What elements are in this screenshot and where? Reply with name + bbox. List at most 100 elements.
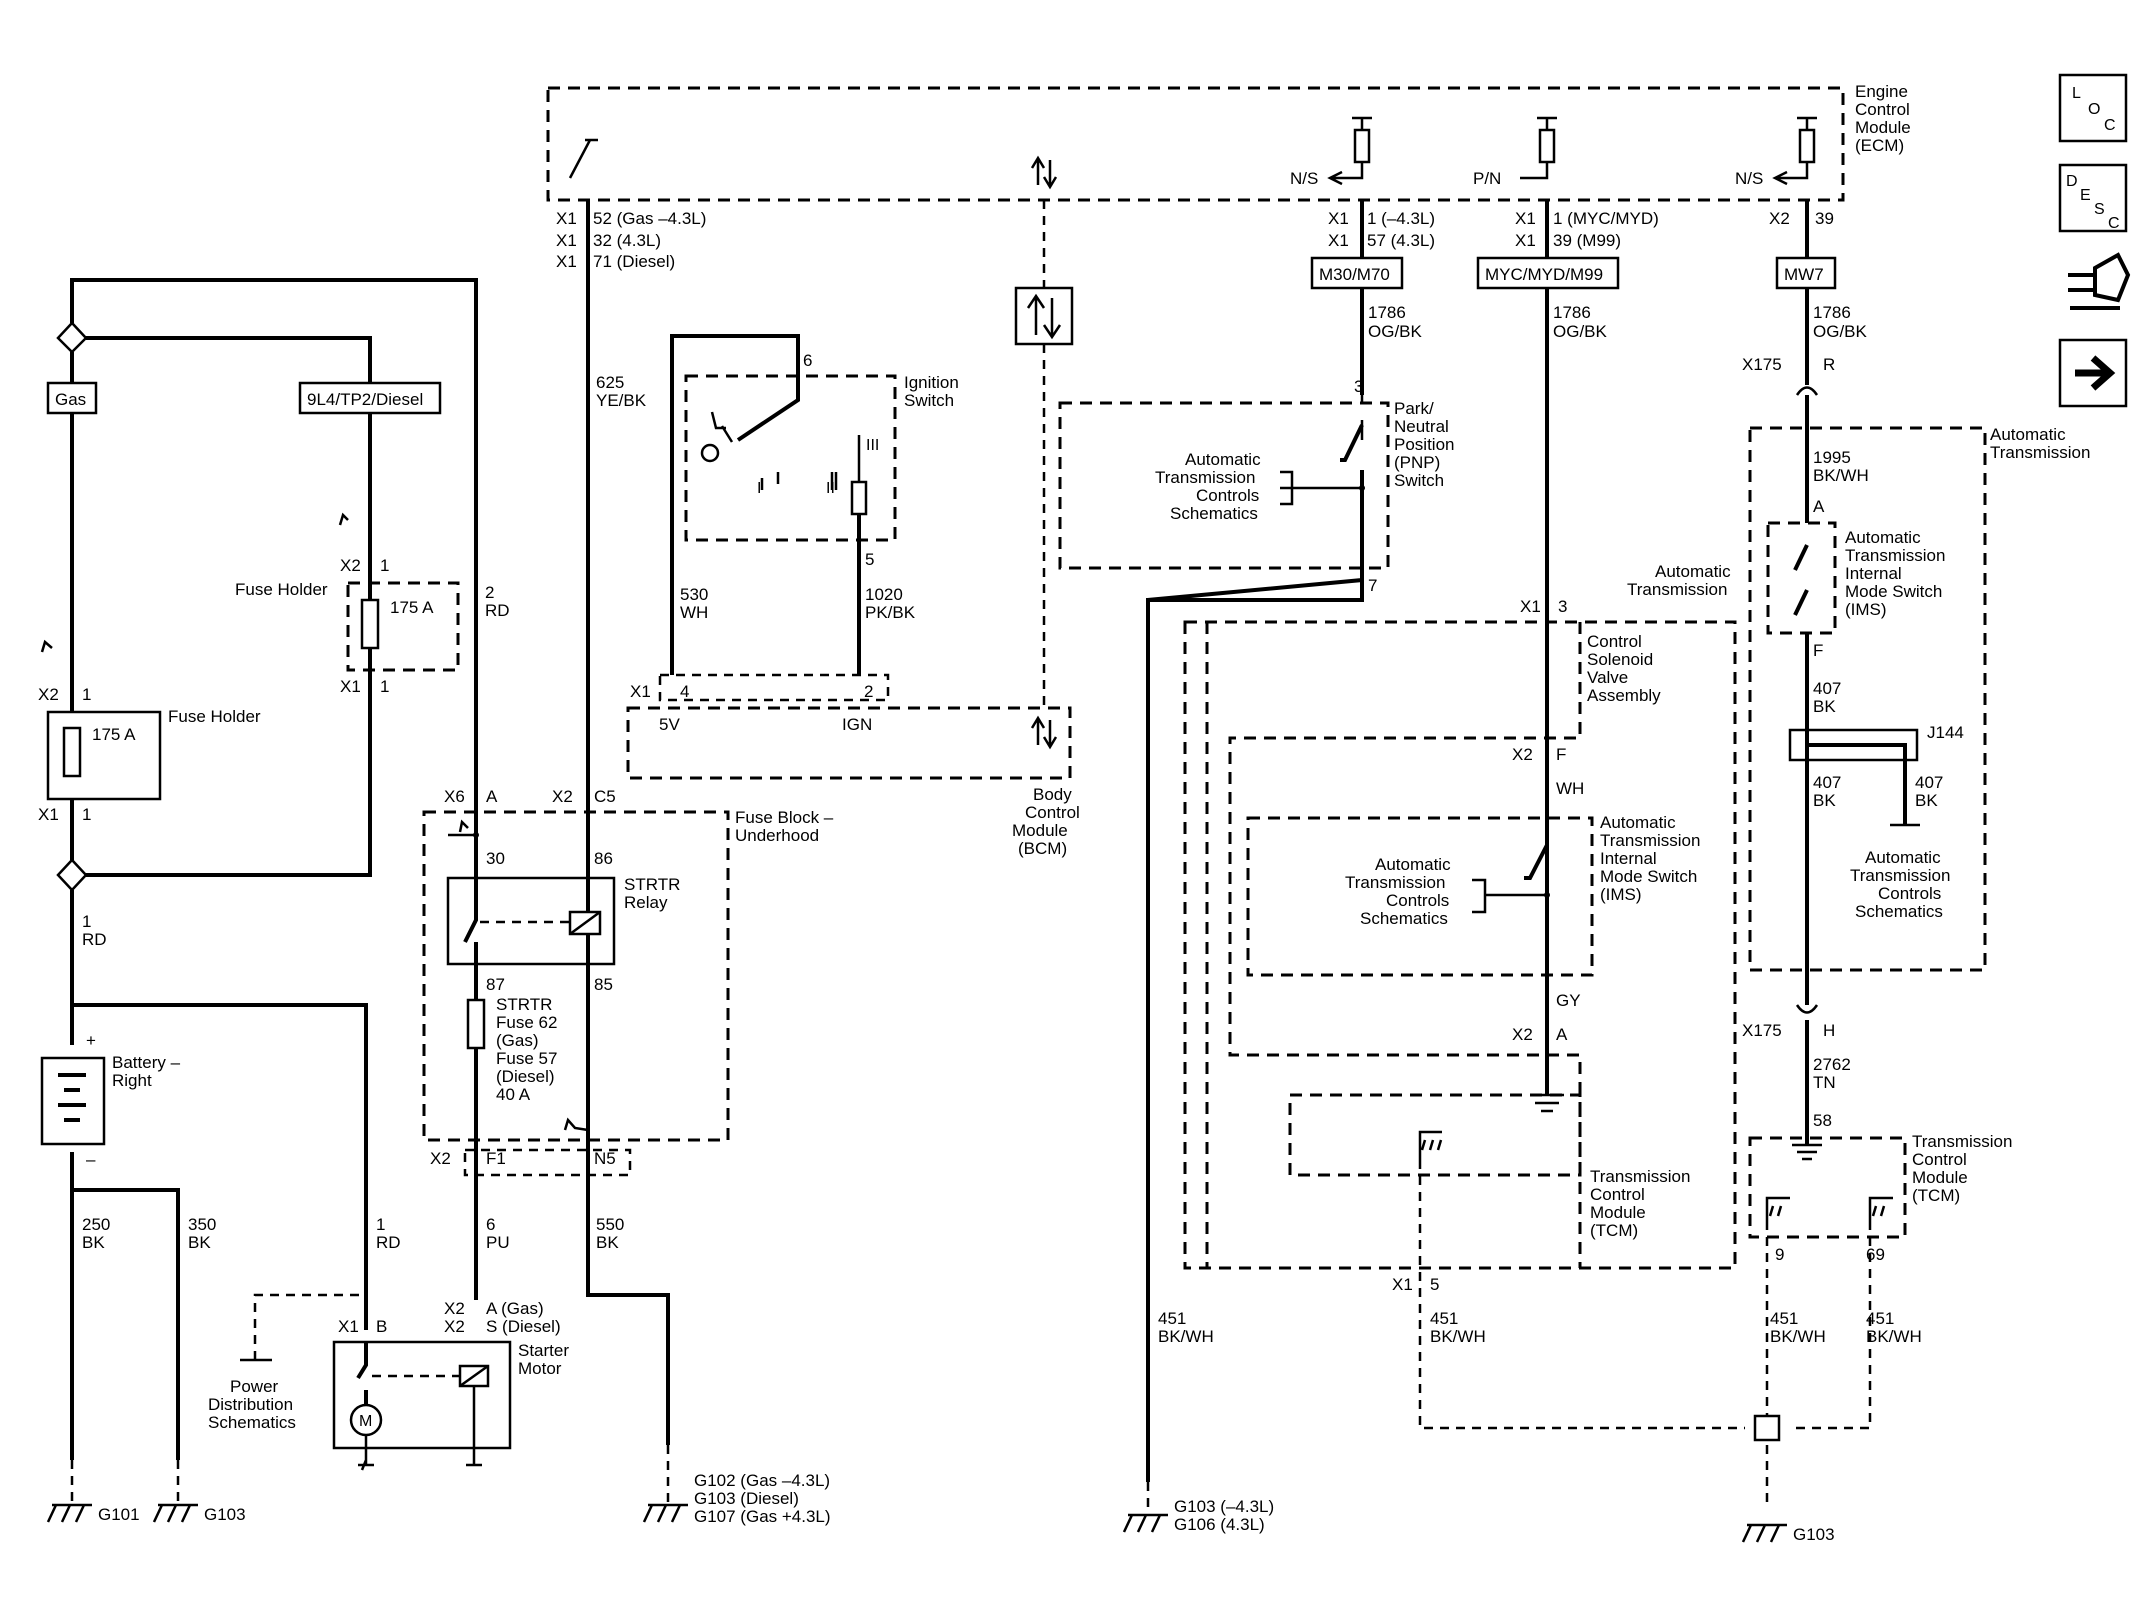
diagram-label: 9 (1775, 1245, 1784, 1264)
diagram-label: Transmission (1590, 1167, 1690, 1186)
diagram-label: 407 (1813, 773, 1841, 792)
diagram-label: 52 (Gas –4.3L) (593, 209, 706, 228)
diagram-label: N/S (1735, 169, 1763, 188)
fuse-holder-b: X2 1 175 A Fuse Holder X1 1 (235, 512, 460, 696)
diagram-label: 5 (865, 550, 874, 569)
ecm-left-pins: X1 X1 X1 52 (Gas –4.3L) 32 (4.3L) 71 (Di… (556, 209, 706, 271)
ground-g103-c: G103 (1741, 1523, 1835, 1544)
diagram-label: X2 (444, 1317, 465, 1336)
diagram-label: 1786 (1553, 303, 1591, 322)
diagram-label: BK (1813, 791, 1836, 810)
diagram-label: Automatic (1375, 855, 1451, 874)
diagram-label: X1 (1328, 209, 1349, 228)
diagram-label: 30 (486, 849, 505, 868)
ecm-module: Engine Control Module (ECM) (546, 82, 1911, 202)
diagram-label: (IMS) (1845, 600, 1887, 619)
diagram-label: A (1813, 497, 1825, 516)
diagram-label: Switch (904, 391, 954, 410)
diagram-label: Fuse Holder (235, 580, 328, 599)
diagram-label: I (757, 480, 761, 497)
diagram-label: A (486, 787, 498, 806)
diagram-label: F (1556, 745, 1566, 764)
diagram-label: Controls (1196, 486, 1259, 505)
diagram-label: RD (82, 930, 107, 949)
diagram-label: PK/BK (865, 603, 916, 622)
diagram-label: 1020 (865, 585, 903, 604)
ecm-right-pins: X1 X1 1 (–4.3L) 57 (4.3L) X1 X1 1 (MYC/M… (1328, 209, 1834, 250)
diagram-label: X2 (430, 1149, 451, 1168)
diagram-label: STRTR (496, 995, 552, 1014)
diagram-label: 9L4/TP2/Diesel (307, 390, 423, 409)
splice-top (56, 321, 88, 354)
diagram-label: 6 (803, 351, 812, 370)
diagram-label: X1 (1520, 597, 1541, 616)
diagram-label: IGN (842, 715, 872, 734)
diagram-label: Transmission (1155, 468, 1255, 487)
diagram-label: M (359, 1413, 372, 1430)
diagram-label: Module (1912, 1168, 1968, 1187)
diagram-label: G106 (4.3L) (1174, 1515, 1265, 1534)
option-diesel: 9L4/TP2/Diesel (298, 381, 442, 415)
diagram-label: Transmission (1345, 873, 1445, 892)
diagram-label: YE/BK (596, 391, 647, 410)
diagram-label: 407 (1813, 679, 1841, 698)
serial-data-arrow-icon (1014, 155, 1074, 750)
diagram-label: X1 (1515, 209, 1536, 228)
diagram-label: L (2072, 85, 2081, 102)
diagram-label: Automatic (1865, 848, 1941, 867)
diagram-label: Fuse Holder (168, 707, 261, 726)
diagram-label: G103 (204, 1505, 246, 1524)
diagram-label: D (2066, 173, 2078, 190)
diagram-label: S (2094, 201, 2105, 218)
diagram-label: BK/WH (1813, 466, 1869, 485)
diagram-label: Right (112, 1071, 152, 1090)
next-arrow-button[interactable] (2058, 338, 2128, 408)
diagram-label: 451 (1430, 1309, 1458, 1328)
diagram-label: 1 (380, 556, 389, 575)
diagram-label: 85 (594, 975, 613, 994)
diagram-label: X1 (1515, 231, 1536, 250)
diagram-label: 1 (MYC/MYD) (1553, 209, 1659, 228)
diagram-label: 71 (Diesel) (593, 252, 675, 271)
diagram-label: 57 (4.3L) (1367, 231, 1435, 250)
power-distribution: Power Distribution Schematics (208, 1293, 362, 1432)
diagram-label: Battery – (112, 1053, 181, 1072)
diagram-label: G103 (–4.3L) (1174, 1497, 1274, 1516)
diagram-label: X2 (1512, 745, 1533, 764)
diagram-label: A (1556, 1025, 1568, 1044)
diagram-label: Automatic (1185, 450, 1261, 469)
diagram-label: Control (1912, 1150, 1967, 1169)
diagram-label: OG/BK (1813, 322, 1868, 341)
connector-icon[interactable] (2068, 252, 2131, 310)
diagram-label: X175 (1742, 355, 1782, 374)
diagram-label: Underhood (735, 826, 819, 845)
diagram-label: Schematics (1360, 909, 1448, 928)
loc-button[interactable]: L O C (2058, 73, 2128, 143)
diagram-label: (PNP) (1394, 453, 1440, 472)
wire-451-c (1765, 1237, 1872, 1505)
ground-g102: G102 (Gas –4.3L) G103 (Diesel) G107 (Gas… (642, 1445, 831, 1526)
diagram-label: A (Gas) (486, 1299, 544, 1318)
diagram-label: Control (1855, 100, 1910, 119)
diagram-label: TN (1813, 1073, 1836, 1092)
diagram-label: 40 A (496, 1085, 531, 1104)
diagram-label: Relay (624, 893, 668, 912)
diagram-label: III (866, 437, 879, 454)
diagram-label: MW7 (1784, 265, 1824, 284)
diagram-label: C (2108, 215, 2120, 232)
diagram-label: Schematics (1170, 504, 1258, 523)
diagram-label: 1995 (1813, 448, 1851, 467)
diagram-label: Park/ (1394, 399, 1434, 418)
diagram-label: G103 (Diesel) (694, 1489, 799, 1508)
diagram-label: Fuse 62 (496, 1013, 557, 1032)
diagram-label: X6 (444, 787, 465, 806)
diagram-label: Valve (1587, 668, 1628, 687)
diagram-label: BK/WH (1770, 1327, 1826, 1346)
fuse-holder-a: X2 1 175 A Fuse Holder X1 1 (38, 639, 261, 824)
diagram-label: STRTR (624, 875, 680, 894)
diagram-label: 1786 (1368, 303, 1406, 322)
option-gas: Gas (46, 381, 98, 415)
desc-button[interactable]: D E S C (2058, 163, 2128, 233)
diagram-label: Neutral (1394, 417, 1449, 436)
diagram-label: X175 (1742, 1021, 1782, 1040)
